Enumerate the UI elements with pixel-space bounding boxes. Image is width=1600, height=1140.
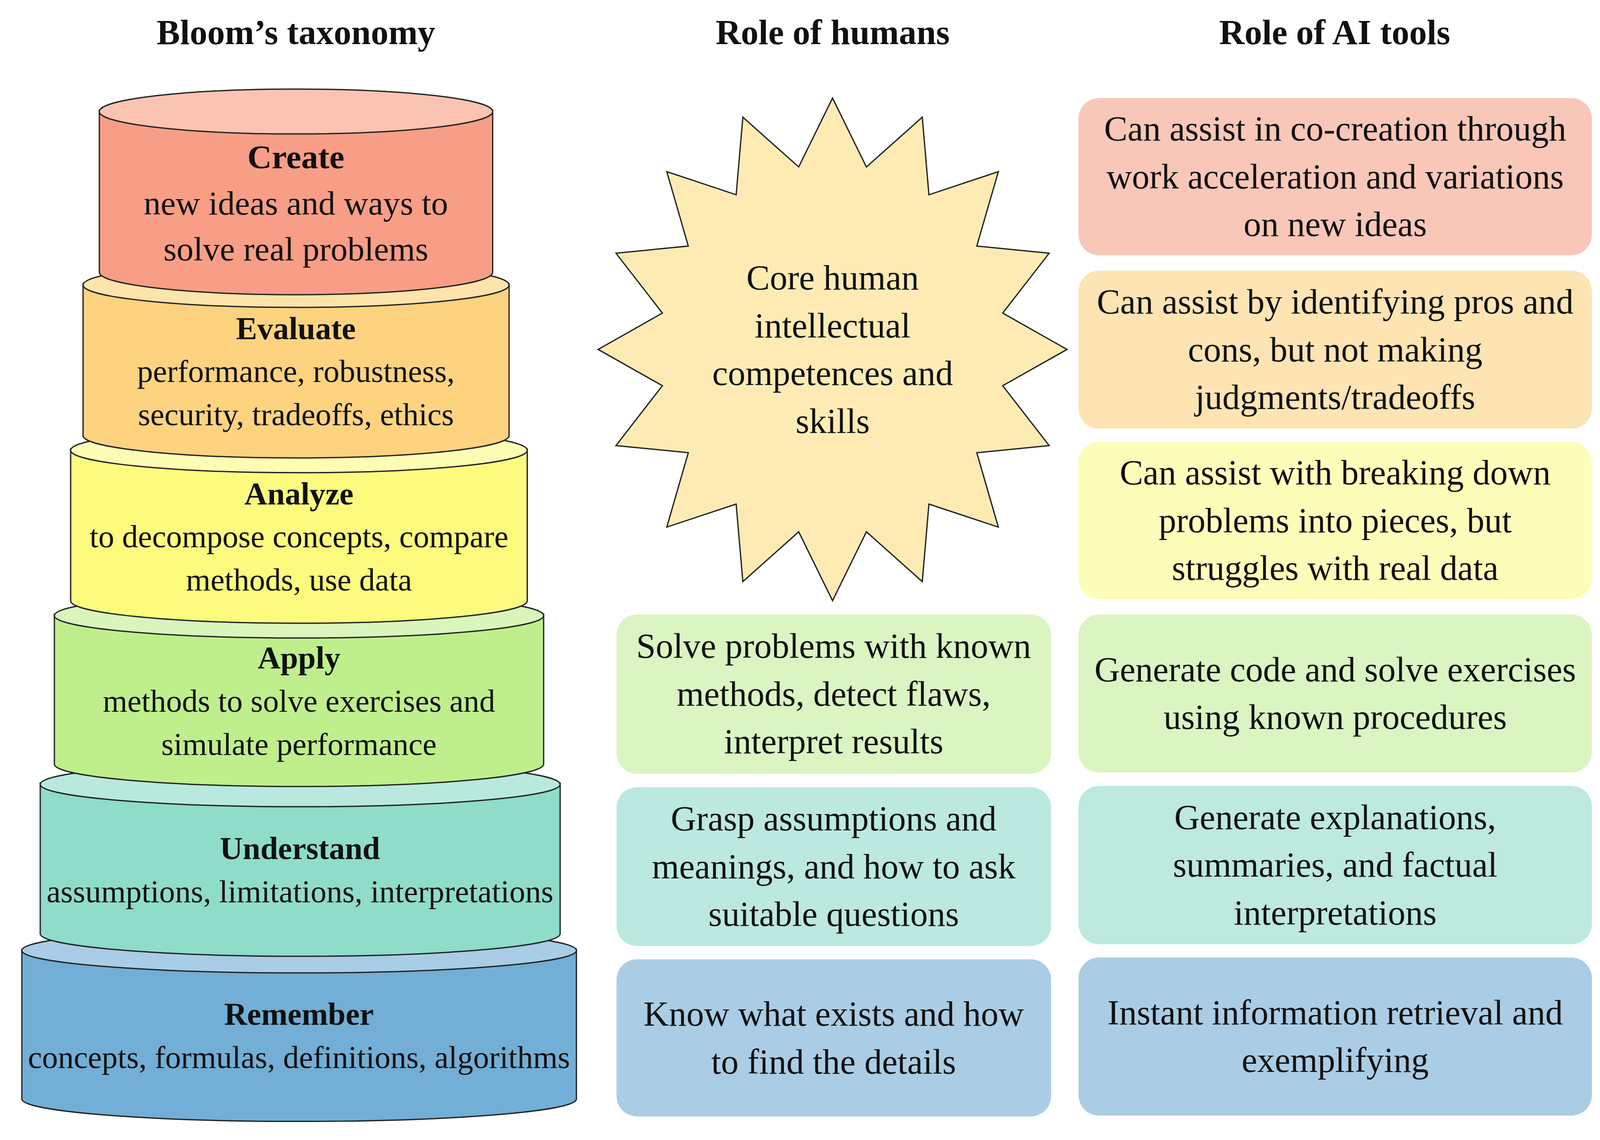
node-text: Know what exists and how to find the det…	[629, 989, 1039, 1086]
text-area: Generate code and solve exercises using …	[1091, 618, 1580, 769]
ai-role-box: Can assist by identifying pros and cons,…	[1078, 270, 1592, 429]
text-area: Grasp assumptions and meanings, and how …	[629, 791, 1039, 942]
cylinder-body	[54, 614, 544, 787]
node-text: performance, robustness, security, trade…	[88, 349, 504, 436]
star-shape	[596, 96, 1069, 602]
text-area: Createnew ideas and ways to solve real p…	[104, 132, 488, 274]
node-text: assumptions, limitations, interpretation…	[46, 870, 554, 914]
column-heading: Role of humans	[715, 12, 950, 53]
node-text: methods to solve exercises and simulate …	[59, 679, 539, 766]
text-area: Generate explanations, summaries, and fa…	[1091, 789, 1580, 940]
human-role-box: Solve problems with known methods, detec…	[616, 614, 1052, 774]
cylinder-body	[99, 110, 493, 295]
human-role-box: Grasp assumptions and meanings, and how …	[616, 786, 1052, 947]
create-tier: Createnew ideas and ways to solve real p…	[98, 87, 495, 296]
tier-heading: Understand	[220, 826, 381, 871]
tier-heading: Apply	[257, 636, 341, 680]
text-area: Solve problems with known methods, detec…	[629, 618, 1039, 770]
node-text: Can assist with breaking down problems i…	[1091, 448, 1580, 593]
column-heading: Bloom’s taxonomy	[156, 12, 436, 53]
core-star: Core human intellectual competences and …	[596, 96, 1069, 602]
text-area: Can assist with breaking down problems i…	[1091, 446, 1580, 595]
cylinder-body	[21, 948, 577, 1121]
text-area: Can assist by identifying pros and cons,…	[1091, 274, 1580, 425]
cylinder-top	[99, 89, 493, 135]
cylinder-top	[21, 927, 577, 973]
cylinder-top	[54, 592, 544, 638]
node-text: Can assist by identifying pros and cons,…	[1091, 277, 1580, 422]
cylinder-top	[83, 262, 510, 308]
cylinder-top	[40, 761, 561, 807]
ai-role-box: Can assist with breaking down problems i…	[1078, 441, 1592, 599]
ai-role-box: Generate explanations, summaries, and fa…	[1078, 785, 1592, 944]
star-outline	[598, 98, 1067, 601]
text-area: Applymethods to solve exercises and simu…	[59, 636, 539, 766]
text-area: Can assist in co-creation through work a…	[1091, 102, 1580, 251]
text-area: Know what exists and how to find the det…	[629, 963, 1039, 1112]
cylinder-body	[70, 449, 528, 624]
cylinder-body	[83, 283, 510, 459]
node-text: Generate code and solve exercises using …	[1091, 645, 1580, 742]
node-text: Generate explanations, summaries, and fa…	[1091, 793, 1580, 937]
ai-role-box: Generate code and solve exercises using …	[1078, 614, 1592, 773]
node-text: Solve problems with known methods, detec…	[629, 622, 1039, 766]
node-text: Instant information retrieval and exempl…	[1091, 988, 1580, 1085]
cylinder-top	[70, 427, 528, 473]
tier-heading: Evaluate	[235, 306, 356, 351]
node-text: concepts, formulas, definitions, algorit…	[27, 1035, 570, 1079]
node-text: Can assist in co-creation through work a…	[1091, 104, 1580, 249]
ai-role-box: Can assist in co-creation through work a…	[1078, 98, 1592, 256]
ai-role-box: Instant information retrieval and exempl…	[1078, 957, 1592, 1116]
text-area: Analyzeto decompose concepts, compare me…	[76, 471, 522, 602]
human-role-box: Know what exists and how to find the det…	[616, 959, 1052, 1117]
text-area: Understandassumptions, limitations, inte…	[45, 804, 555, 935]
node-text: Core human intellectual competences and …	[691, 253, 975, 445]
text-area: Core human intellectual competences and …	[691, 197, 975, 501]
node-text: to decompose concepts, compare methods, …	[76, 515, 522, 602]
column-heading: Role of AI tools	[1218, 12, 1451, 53]
understand-tier: Understandassumptions, limitations, inte…	[38, 760, 562, 958]
text-area: Instant information retrieval and exempl…	[1091, 961, 1580, 1112]
text-area: Rememberconcepts, formulas, definitions,…	[27, 971, 571, 1100]
tier-heading: Analyze	[244, 472, 354, 516]
cylinder-body	[40, 782, 561, 957]
node-text: new ideas and ways to solve real problem…	[104, 180, 488, 273]
tier-heading: Remember	[224, 992, 374, 1036]
node-text: Grasp assumptions and meanings, and how …	[629, 794, 1039, 939]
text-area: Evaluateperformance, robustness, securit…	[88, 306, 504, 437]
tier-heading: Create	[247, 134, 345, 180]
